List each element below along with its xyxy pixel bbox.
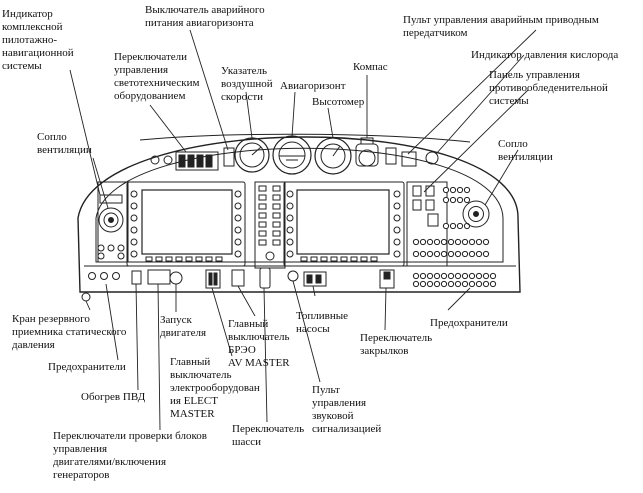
vent-nozzle-left	[98, 207, 124, 233]
label-predohraniteli-left: Предохранители	[48, 361, 126, 373]
static-source-valve	[81, 292, 91, 302]
panel-inner-outline	[95, 147, 504, 263]
fuse-bank-upper-right	[442, 186, 471, 230]
center-stack-buttons	[258, 185, 281, 261]
label-predohraniteli-right: Предохранители	[430, 317, 508, 329]
label-ind-kompleks: Индикатор комплексной пилотажно- навигац…	[2, 8, 74, 72]
vent-nozzle-left-center	[108, 217, 114, 223]
label-soplo-right: Сопло вентиляции	[498, 138, 553, 163]
label-kran: Кран резервного приемника статического д…	[12, 313, 127, 351]
label-vysotomer: Высотомер	[312, 96, 365, 108]
light-knob-1	[150, 155, 160, 165]
audio-panel	[287, 270, 299, 282]
engine-start-switch	[169, 271, 183, 285]
fuse-bank-right	[412, 238, 497, 288]
label-ukazatel-skorosti: Указатель воздушной скорости	[221, 65, 273, 103]
vent-nozzle-right-center	[473, 211, 479, 217]
vent-nozzle-left-inner	[103, 212, 119, 228]
mfd-screen	[296, 189, 390, 255]
label-pult-peredatchik: Пульт управления аварийным приводным пер…	[403, 14, 599, 39]
pfd-bottom-keys	[145, 256, 223, 262]
label-av-master: Главный выключатель БРЭО AV MASTER	[228, 318, 290, 369]
elt-panel	[401, 151, 417, 167]
light-switch-panel	[175, 151, 219, 171]
label-ind-kisloroda: Индикатор давления кислорода	[471, 49, 619, 61]
left-side-placard	[99, 194, 123, 204]
label-kompas: Компас	[353, 61, 388, 73]
label-panel-antiice: Панель управления противообледенительной…	[489, 69, 608, 107]
glareshield-edge	[139, 133, 471, 143]
pfd-screen	[141, 189, 233, 255]
label-zapusk: Запуск двигателя	[160, 314, 207, 339]
left-side-panel	[97, 181, 129, 263]
leader-lines	[69, 29, 537, 431]
label-obogrev: Обогрев ПВД	[81, 391, 146, 403]
mfd-left-softkeys	[286, 190, 294, 258]
lower-left-buttons	[88, 272, 120, 280]
mfd-right-softkeys	[393, 190, 401, 258]
pfd-bezel	[126, 181, 246, 267]
ecu-test-switches	[147, 269, 171, 285]
label-pult-zvuk: Пульт управления звуковой сигнализацией	[312, 384, 382, 435]
flaps-switch	[379, 269, 395, 289]
av-master-switch	[231, 269, 245, 287]
fuel-pump-switches	[303, 271, 327, 287]
oxygen-pressure-indicator	[385, 147, 397, 165]
label-soplo-left: Сопло вентиляции	[37, 131, 92, 156]
right-side-panel-switches	[412, 185, 439, 227]
center-stack	[254, 181, 286, 269]
mfd-bottom-keys	[300, 256, 378, 262]
label-perekl-svet: Переключатели управления светотехнически…	[114, 51, 200, 102]
label-elect-master: Главный выключатель электрооборудован ия…	[170, 356, 260, 420]
label-perekl-zakrylkov: Переключатель закрылков	[360, 332, 433, 357]
landing-gear-switch	[259, 267, 271, 289]
label-perekl-blokov: Переключатели проверки блоков управления…	[53, 430, 207, 481]
label-aviagorizont: Авиагоризонт	[280, 80, 346, 92]
elect-master-switch	[205, 269, 221, 289]
pitot-heat-switch	[131, 270, 142, 285]
vent-nozzle-right-inner	[468, 206, 484, 222]
mfd-bezel	[283, 181, 405, 267]
panel-outline	[77, 136, 521, 293]
label-vykl-avariynogo: Выключатель аварийного питания авиагориз…	[145, 4, 265, 29]
pfd-right-softkeys	[234, 190, 242, 258]
pfd-left-softkeys	[130, 190, 138, 258]
label-toplivnye: Топливные насосы	[296, 310, 349, 335]
horizon-power-switch	[223, 147, 235, 167]
anti-ice-panel	[425, 151, 439, 165]
light-knob-2	[163, 155, 173, 165]
label-perekl-shassi: Переключатель шасси	[232, 423, 305, 448]
vent-nozzle-right	[462, 200, 490, 228]
